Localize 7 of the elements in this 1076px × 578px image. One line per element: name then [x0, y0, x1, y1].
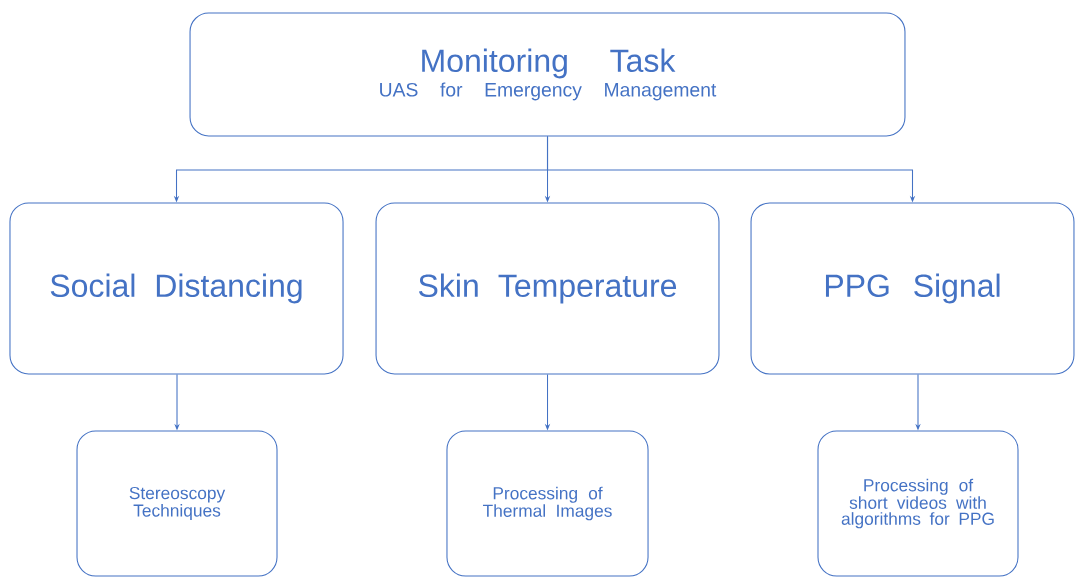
category-box: Social Distancing: [9, 202, 344, 375]
root-box: Monitoring Task UAS for Emergency Management: [189, 12, 906, 137]
method-box: Processing of Thermal Images: [446, 430, 649, 577]
category-box: Skin Temperature: [375, 202, 720, 375]
method-box: Stereoscopy Techniques: [76, 430, 278, 577]
method-box: Processing of short videos with algorithms for PPG: [817, 430, 1019, 577]
category-box: PPG Signal: [750, 202, 1075, 375]
